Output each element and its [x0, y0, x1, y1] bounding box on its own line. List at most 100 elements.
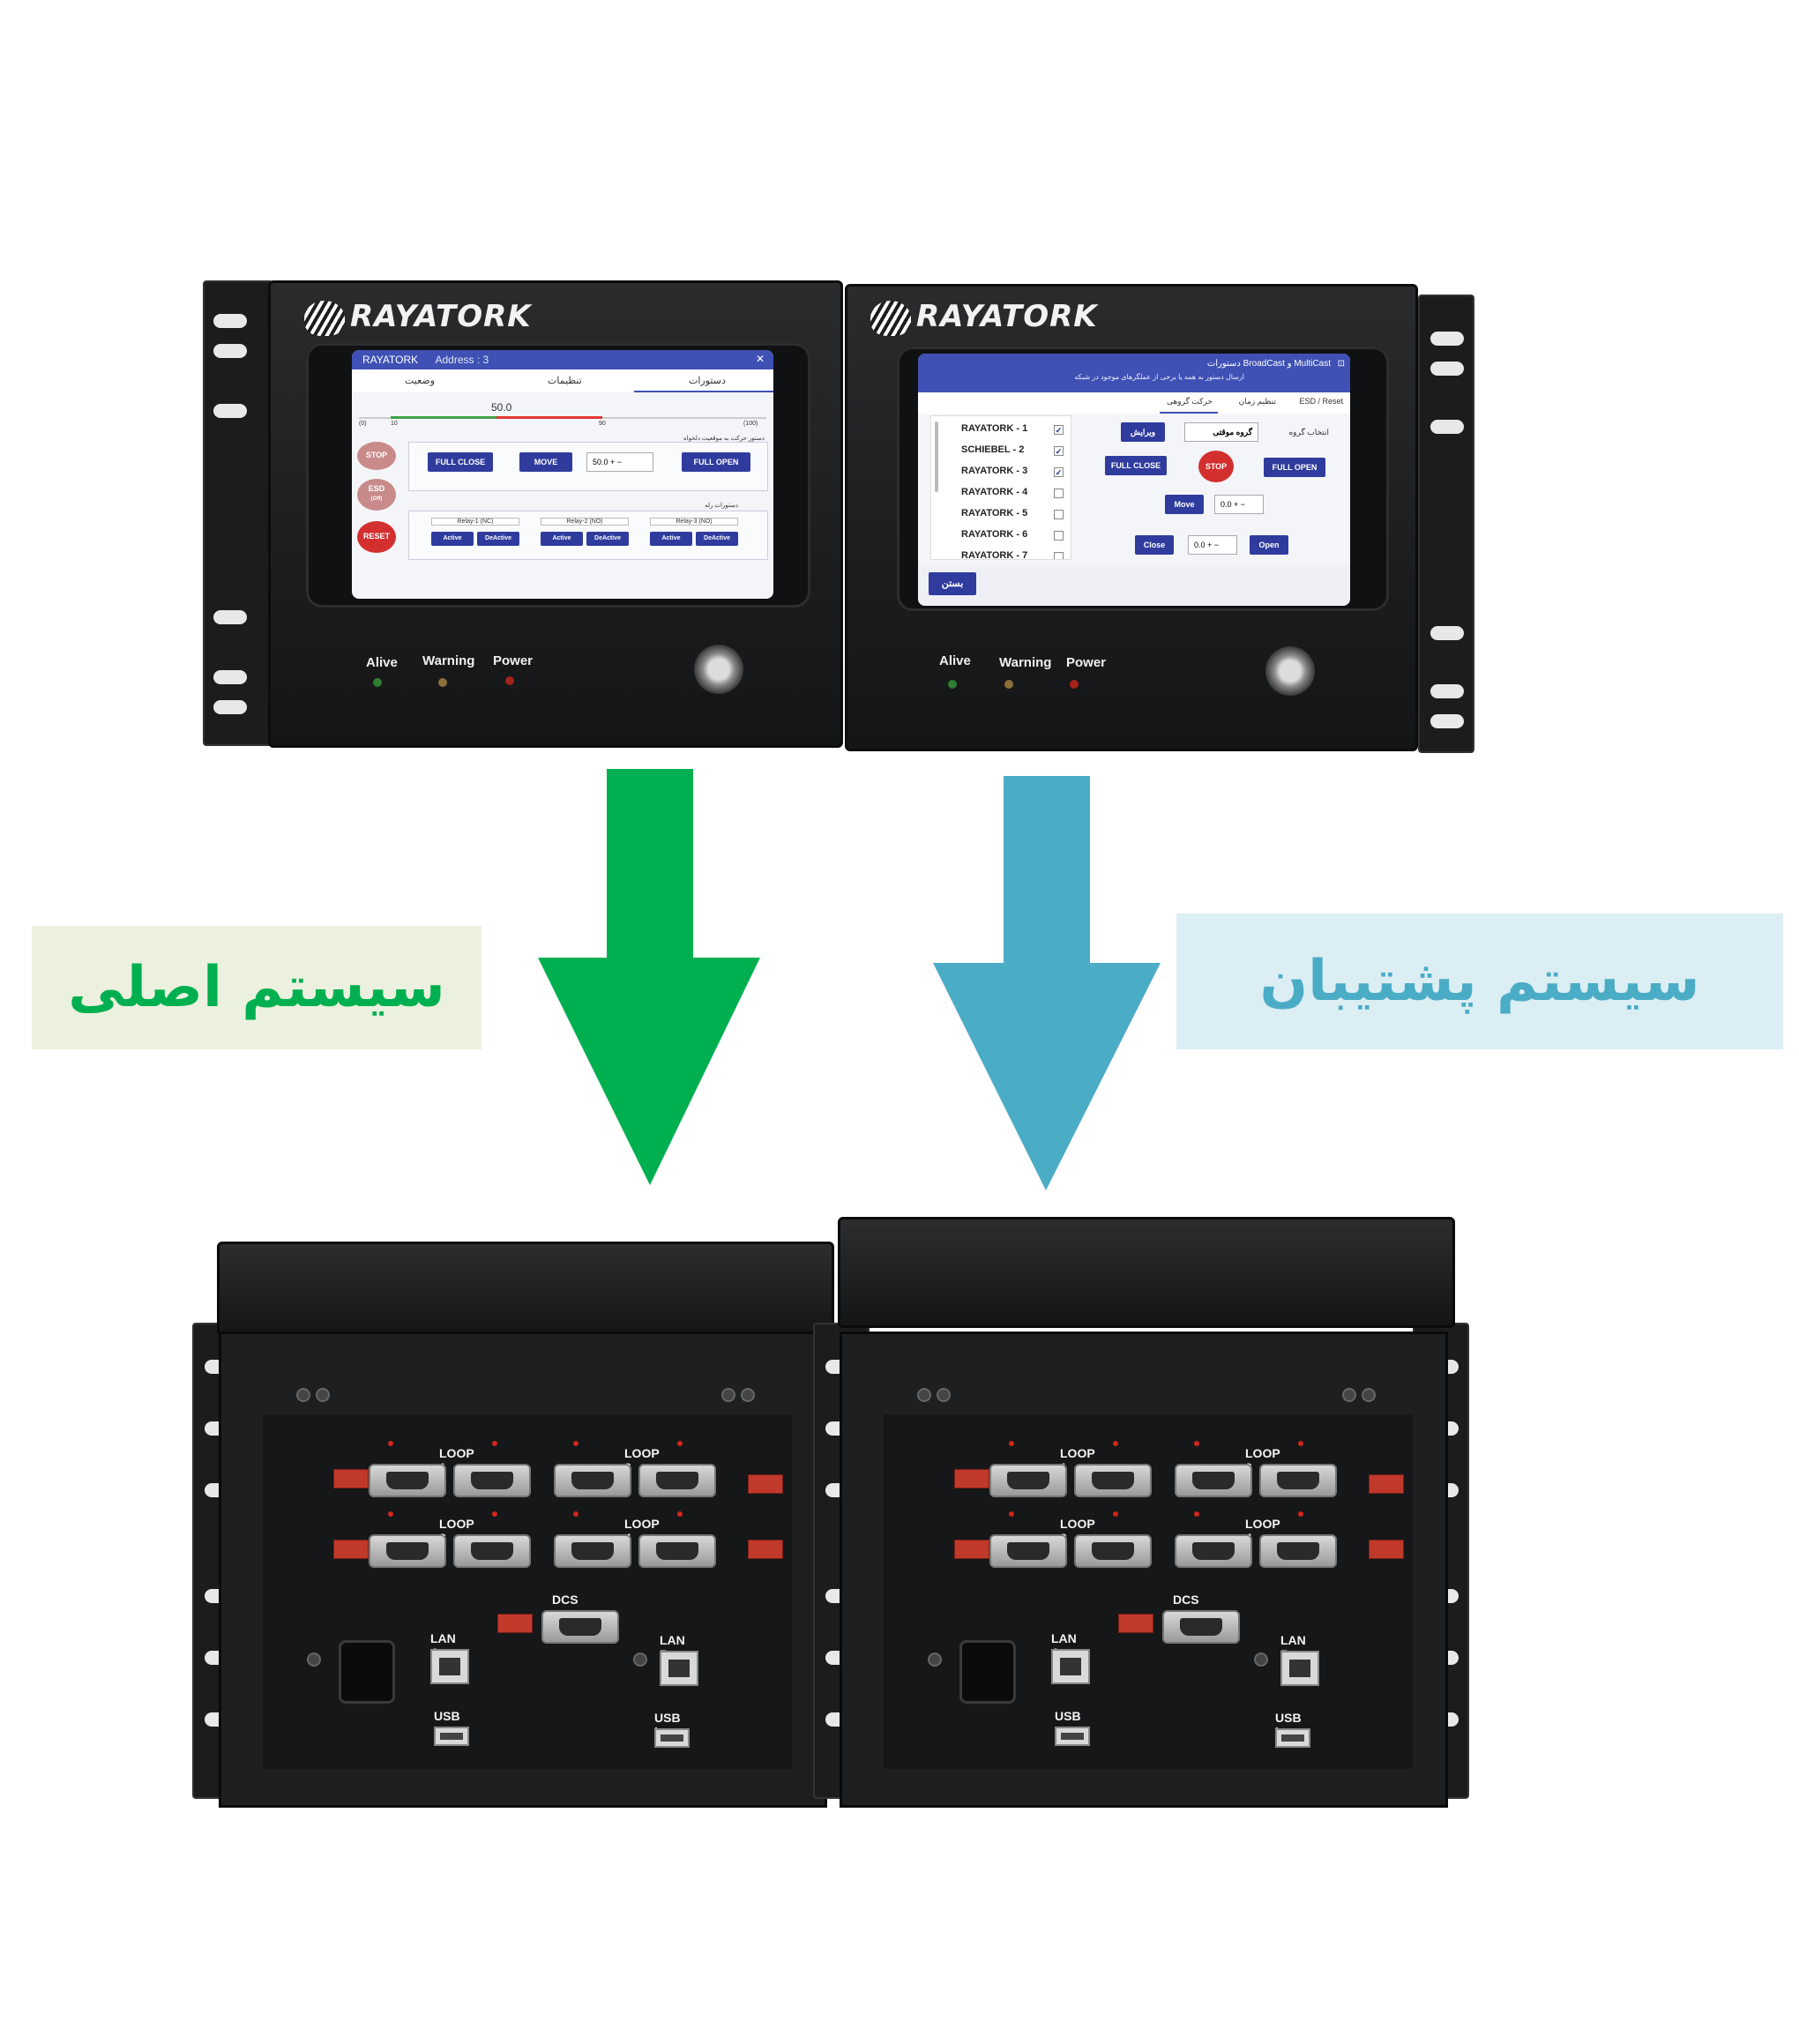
loop-connector[interactable] [453, 1464, 531, 1497]
stop-button[interactable]: STOP [1198, 451, 1234, 482]
tab-status[interactable]: وضعیت [405, 376, 436, 386]
loop-connector[interactable] [554, 1534, 631, 1568]
loop-connector[interactable] [1175, 1464, 1252, 1497]
dip-switch[interactable] [1369, 1540, 1404, 1559]
lan-b-port[interactable] [1280, 1651, 1319, 1686]
loop-connector[interactable] [453, 1534, 531, 1568]
actuator-list-item[interactable]: SCHIEBEL - 2✓ [961, 444, 1064, 460]
lan-b-port[interactable] [660, 1651, 698, 1686]
power-inlet[interactable] [959, 1640, 1016, 1704]
dip-switch[interactable] [1369, 1474, 1404, 1494]
relay-3-active-button[interactable]: Active [650, 532, 692, 546]
checkbox-icon[interactable] [1054, 489, 1064, 498]
lan-a-port[interactable] [1051, 1649, 1090, 1684]
hinged-lid[interactable] [217, 1242, 834, 1337]
full-open-button[interactable]: FULL OPEN [682, 452, 750, 472]
move-stepper[interactable]: 50.0 + − [586, 452, 653, 472]
dip-switch[interactable] [748, 1540, 783, 1559]
reset-button[interactable]: RESET [357, 521, 396, 553]
move-stepper[interactable]: 0.0 + − [1214, 495, 1264, 514]
relay-2-active-button[interactable]: Active [541, 532, 583, 546]
dip-switch[interactable] [748, 1474, 783, 1494]
loop-connector[interactable] [369, 1464, 446, 1497]
open-button[interactable]: Open [1250, 535, 1288, 555]
dismiss-button[interactable]: بستن [929, 572, 976, 595]
loop-connector[interactable] [1259, 1534, 1337, 1568]
checked-checkbox-icon[interactable]: ✓ [1054, 446, 1064, 456]
left-touchscreen: RAYATORK Address : 3 ✕ وضعیت تنظیمات دست… [352, 350, 773, 599]
dcs-connector[interactable] [541, 1610, 619, 1644]
hinged-lid[interactable] [838, 1217, 1455, 1328]
relay-1-active-button[interactable]: Active [431, 532, 474, 546]
usb-a-port[interactable] [1055, 1727, 1090, 1746]
loop-connector[interactable] [1074, 1534, 1152, 1568]
loop-connector[interactable] [989, 1464, 1067, 1497]
move-button[interactable]: Move [1165, 495, 1204, 514]
actuator-list-item[interactable]: RAYATORK - 6 [961, 529, 1064, 545]
actuator-list-item[interactable]: RAYATORK - 4 [961, 487, 1064, 503]
loop-connector[interactable] [1175, 1534, 1252, 1568]
dip-switch[interactable] [333, 1540, 369, 1559]
power-knob[interactable] [694, 645, 743, 694]
dip-switch[interactable] [333, 1469, 369, 1488]
edit-group-button[interactable]: ویرایش [1121, 422, 1165, 442]
loop-connector[interactable] [638, 1534, 716, 1568]
checkbox-icon[interactable] [1054, 552, 1064, 559]
usb-b-port[interactable] [654, 1728, 690, 1748]
actuator-list-item[interactable]: RAYATORK - 1✓ [961, 423, 1064, 439]
loop-connector[interactable] [1074, 1464, 1152, 1497]
status-led [1194, 1441, 1199, 1446]
full-close-button[interactable]: FULL CLOSE [428, 452, 493, 472]
screw [741, 1388, 755, 1402]
dcs-connector[interactable] [1162, 1610, 1240, 1644]
actuator-list-item[interactable]: RAYATORK - 5 [961, 508, 1064, 524]
checkbox-icon[interactable] [1054, 531, 1064, 541]
close-button[interactable]: Close [1135, 535, 1174, 555]
actuator-list-item[interactable]: RAYATORK - 7 [961, 550, 1064, 559]
rayatork-logo-icon [870, 300, 911, 336]
usb-b-port[interactable] [1275, 1728, 1310, 1748]
dcs-label: DCS [1173, 1593, 1199, 1607]
tab-esd-reset[interactable]: ESD / Reset [1299, 397, 1343, 406]
loop-connector[interactable] [638, 1464, 716, 1497]
dip-switch[interactable] [497, 1614, 533, 1633]
move-button[interactable]: MOVE [519, 452, 572, 472]
list-scrollbar[interactable] [935, 421, 938, 492]
lan-a-port[interactable] [430, 1649, 469, 1684]
stop-button[interactable]: STOP [357, 442, 396, 470]
power-knob[interactable] [1265, 646, 1315, 696]
checkbox-icon[interactable] [1054, 510, 1064, 519]
tab-time-settings[interactable]: تنظیم زمان [1238, 397, 1276, 406]
actuator-list-item[interactable]: RAYATORK - 3✓ [961, 466, 1064, 481]
power-inlet[interactable] [339, 1640, 395, 1704]
status-led [388, 1441, 393, 1446]
tab-group-move[interactable]: حرکت گروهی [1167, 397, 1213, 406]
warning-label: Warning [999, 655, 1052, 670]
dip-switch[interactable] [1118, 1614, 1153, 1633]
group-select[interactable]: گروه موقتی [1184, 422, 1258, 442]
relay-2-deactive-button[interactable]: DeActive [586, 532, 629, 546]
close-icon[interactable]: ✕ [755, 353, 765, 365]
dip-switch[interactable] [954, 1540, 989, 1559]
close-stepper[interactable]: 0.0 + − [1188, 535, 1237, 555]
relay-1-deactive-button[interactable]: DeActive [477, 532, 519, 546]
checked-checkbox-icon[interactable]: ✓ [1054, 467, 1064, 477]
checked-checkbox-icon[interactable]: ✓ [1054, 425, 1064, 435]
screw [917, 1388, 931, 1402]
loop-connector[interactable] [554, 1464, 631, 1497]
loop-connector[interactable] [369, 1534, 446, 1568]
loop-connector[interactable] [1259, 1464, 1337, 1497]
dip-switch[interactable] [954, 1469, 989, 1488]
usb-a-port[interactable] [434, 1727, 469, 1746]
tab-settings[interactable]: تنظیمات [548, 376, 582, 386]
screw [1254, 1652, 1268, 1667]
full-open-button[interactable]: FULL OPEN [1264, 458, 1325, 477]
position-slider[interactable]: 50.0 (0) 10 90 (100) [359, 401, 766, 428]
actuator-list[interactable]: RAYATORK - 1✓ SCHIEBEL - 2✓ RAYATORK - 3✓ R… [930, 415, 1071, 560]
esd-button[interactable]: ESD (Off) [357, 479, 396, 511]
full-close-button[interactable]: FULL CLOSE [1105, 456, 1167, 475]
loop-connector[interactable] [989, 1534, 1067, 1568]
tab-commands[interactable]: دستورات [689, 376, 726, 386]
relay-3-deactive-button[interactable]: DeActive [696, 532, 738, 546]
right-device: RAYATORK دستورات BroadCast و MultiCast ⊡… [845, 284, 1418, 751]
